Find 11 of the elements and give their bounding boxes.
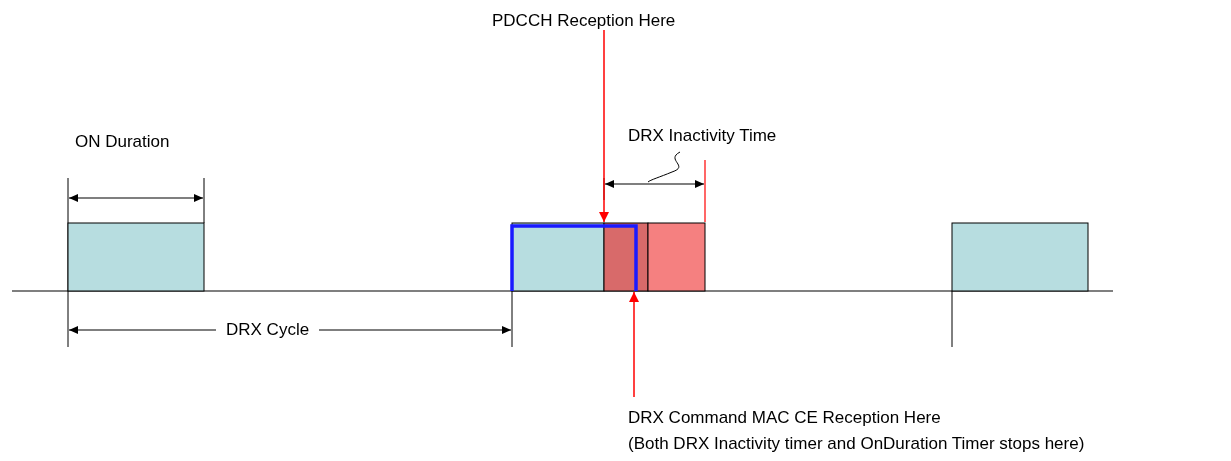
dimension-label: DRX Inactivity Time [628, 126, 777, 146]
callout-note: (Both DRX Inactivity timer and OnDuration Timer stops here) [628, 433, 1085, 455]
arrow [599, 29, 609, 223]
arrow [629, 291, 639, 398]
callout-text: DRX Command MAC CE Reception Here [628, 407, 942, 429]
callout-text: PDCCH Reception Here [492, 10, 676, 32]
on-duration-block [511, 222, 605, 292]
on-duration-block [951, 222, 1089, 292]
on-duration-block [67, 222, 205, 292]
dimension-label: DRX Cycle [216, 320, 320, 340]
inactivity-block [603, 222, 706, 292]
